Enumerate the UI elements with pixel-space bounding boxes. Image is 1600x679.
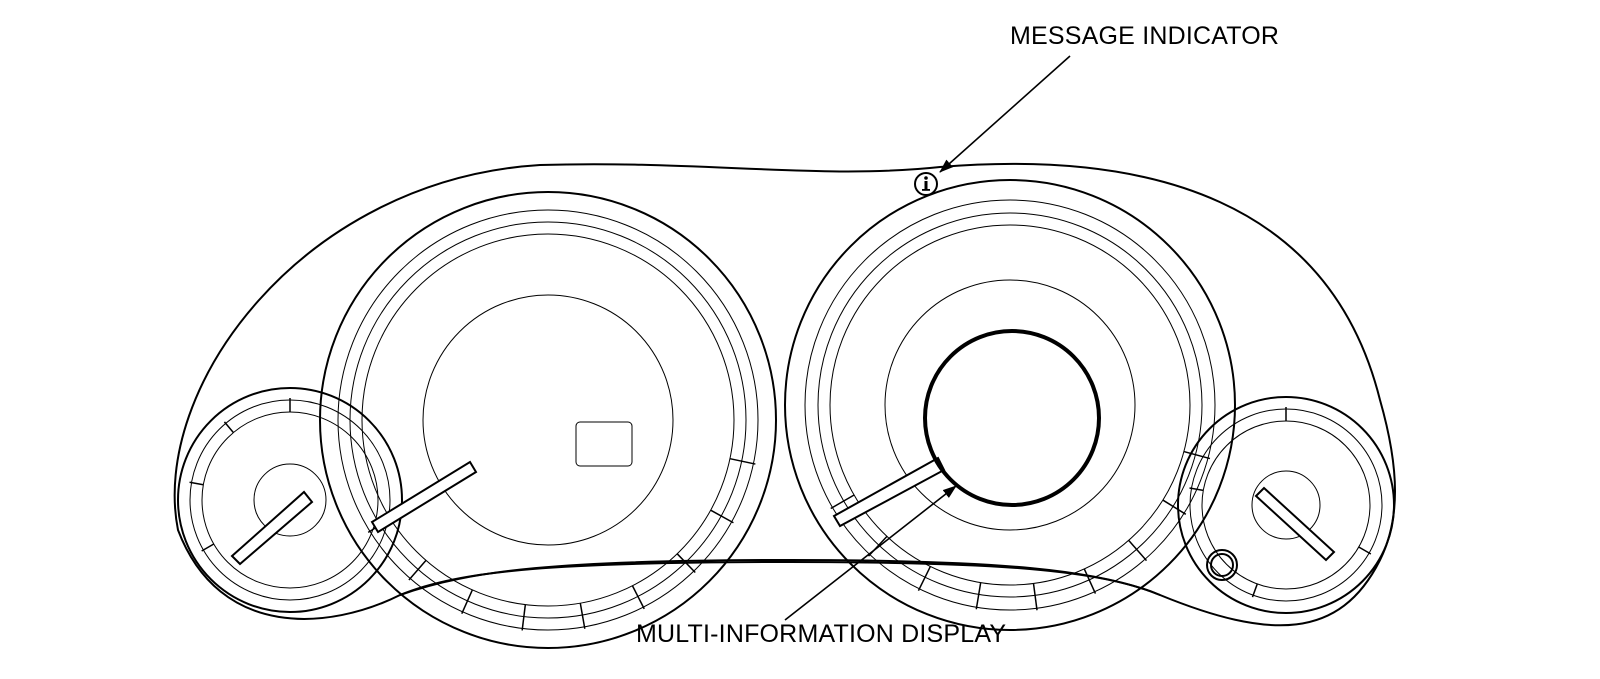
right-big-gauge-tick	[975, 582, 982, 610]
left-gauge-display-window	[575, 421, 633, 467]
reset-knob	[1206, 549, 1238, 581]
right-big-gauge-tick	[1128, 539, 1148, 562]
multi-information-display-label: MULTI-INFORMATION DISPLAY	[636, 620, 1007, 648]
left-small-gauge-tick	[223, 421, 235, 434]
message-indicator-leader	[939, 55, 1071, 173]
message-indicator-label: MESSAGE INDICATOR	[1010, 22, 1280, 50]
right-small-gauge	[1177, 396, 1395, 614]
left-big-gauge-tick	[461, 589, 474, 614]
left-small-gauge-tick	[201, 543, 215, 552]
left-big-gauge-tick	[579, 603, 586, 629]
right-small-needle	[1254, 486, 1336, 562]
info-circle-icon	[914, 172, 938, 196]
left-big-gauge-tick	[710, 509, 734, 524]
right-big-gauge-tick	[1162, 499, 1187, 515]
right-big-gauge-tick	[917, 566, 932, 591]
left-big-gauge-tick	[521, 604, 527, 631]
left-big-needle	[370, 460, 478, 534]
right-big-gauge-tick	[1083, 568, 1097, 594]
multi-information-display-leader	[784, 485, 957, 621]
right-big-needle	[832, 456, 946, 528]
left-big-gauge-tick	[631, 585, 645, 610]
left-big-gauge-tick	[676, 553, 696, 574]
right-small-gauge-tick	[1358, 546, 1372, 555]
left-small-gauge-tick	[189, 481, 204, 486]
multi-information-display	[923, 329, 1101, 507]
left-big-gauge-tick	[408, 559, 427, 581]
right-big-gauge-tick	[1032, 583, 1038, 611]
left-big-gauge-tick	[729, 457, 756, 465]
left-big-gauge	[319, 191, 777, 649]
right-small-gauge-tick	[1189, 487, 1204, 492]
right-big-gauge-tick	[830, 494, 855, 510]
right-small-gauge-tick	[1251, 583, 1258, 598]
left-small-gauge	[177, 387, 403, 613]
right-big-gauge-tick	[1183, 450, 1211, 460]
right-big-gauge	[784, 179, 1236, 631]
left-small-needle	[230, 490, 314, 566]
